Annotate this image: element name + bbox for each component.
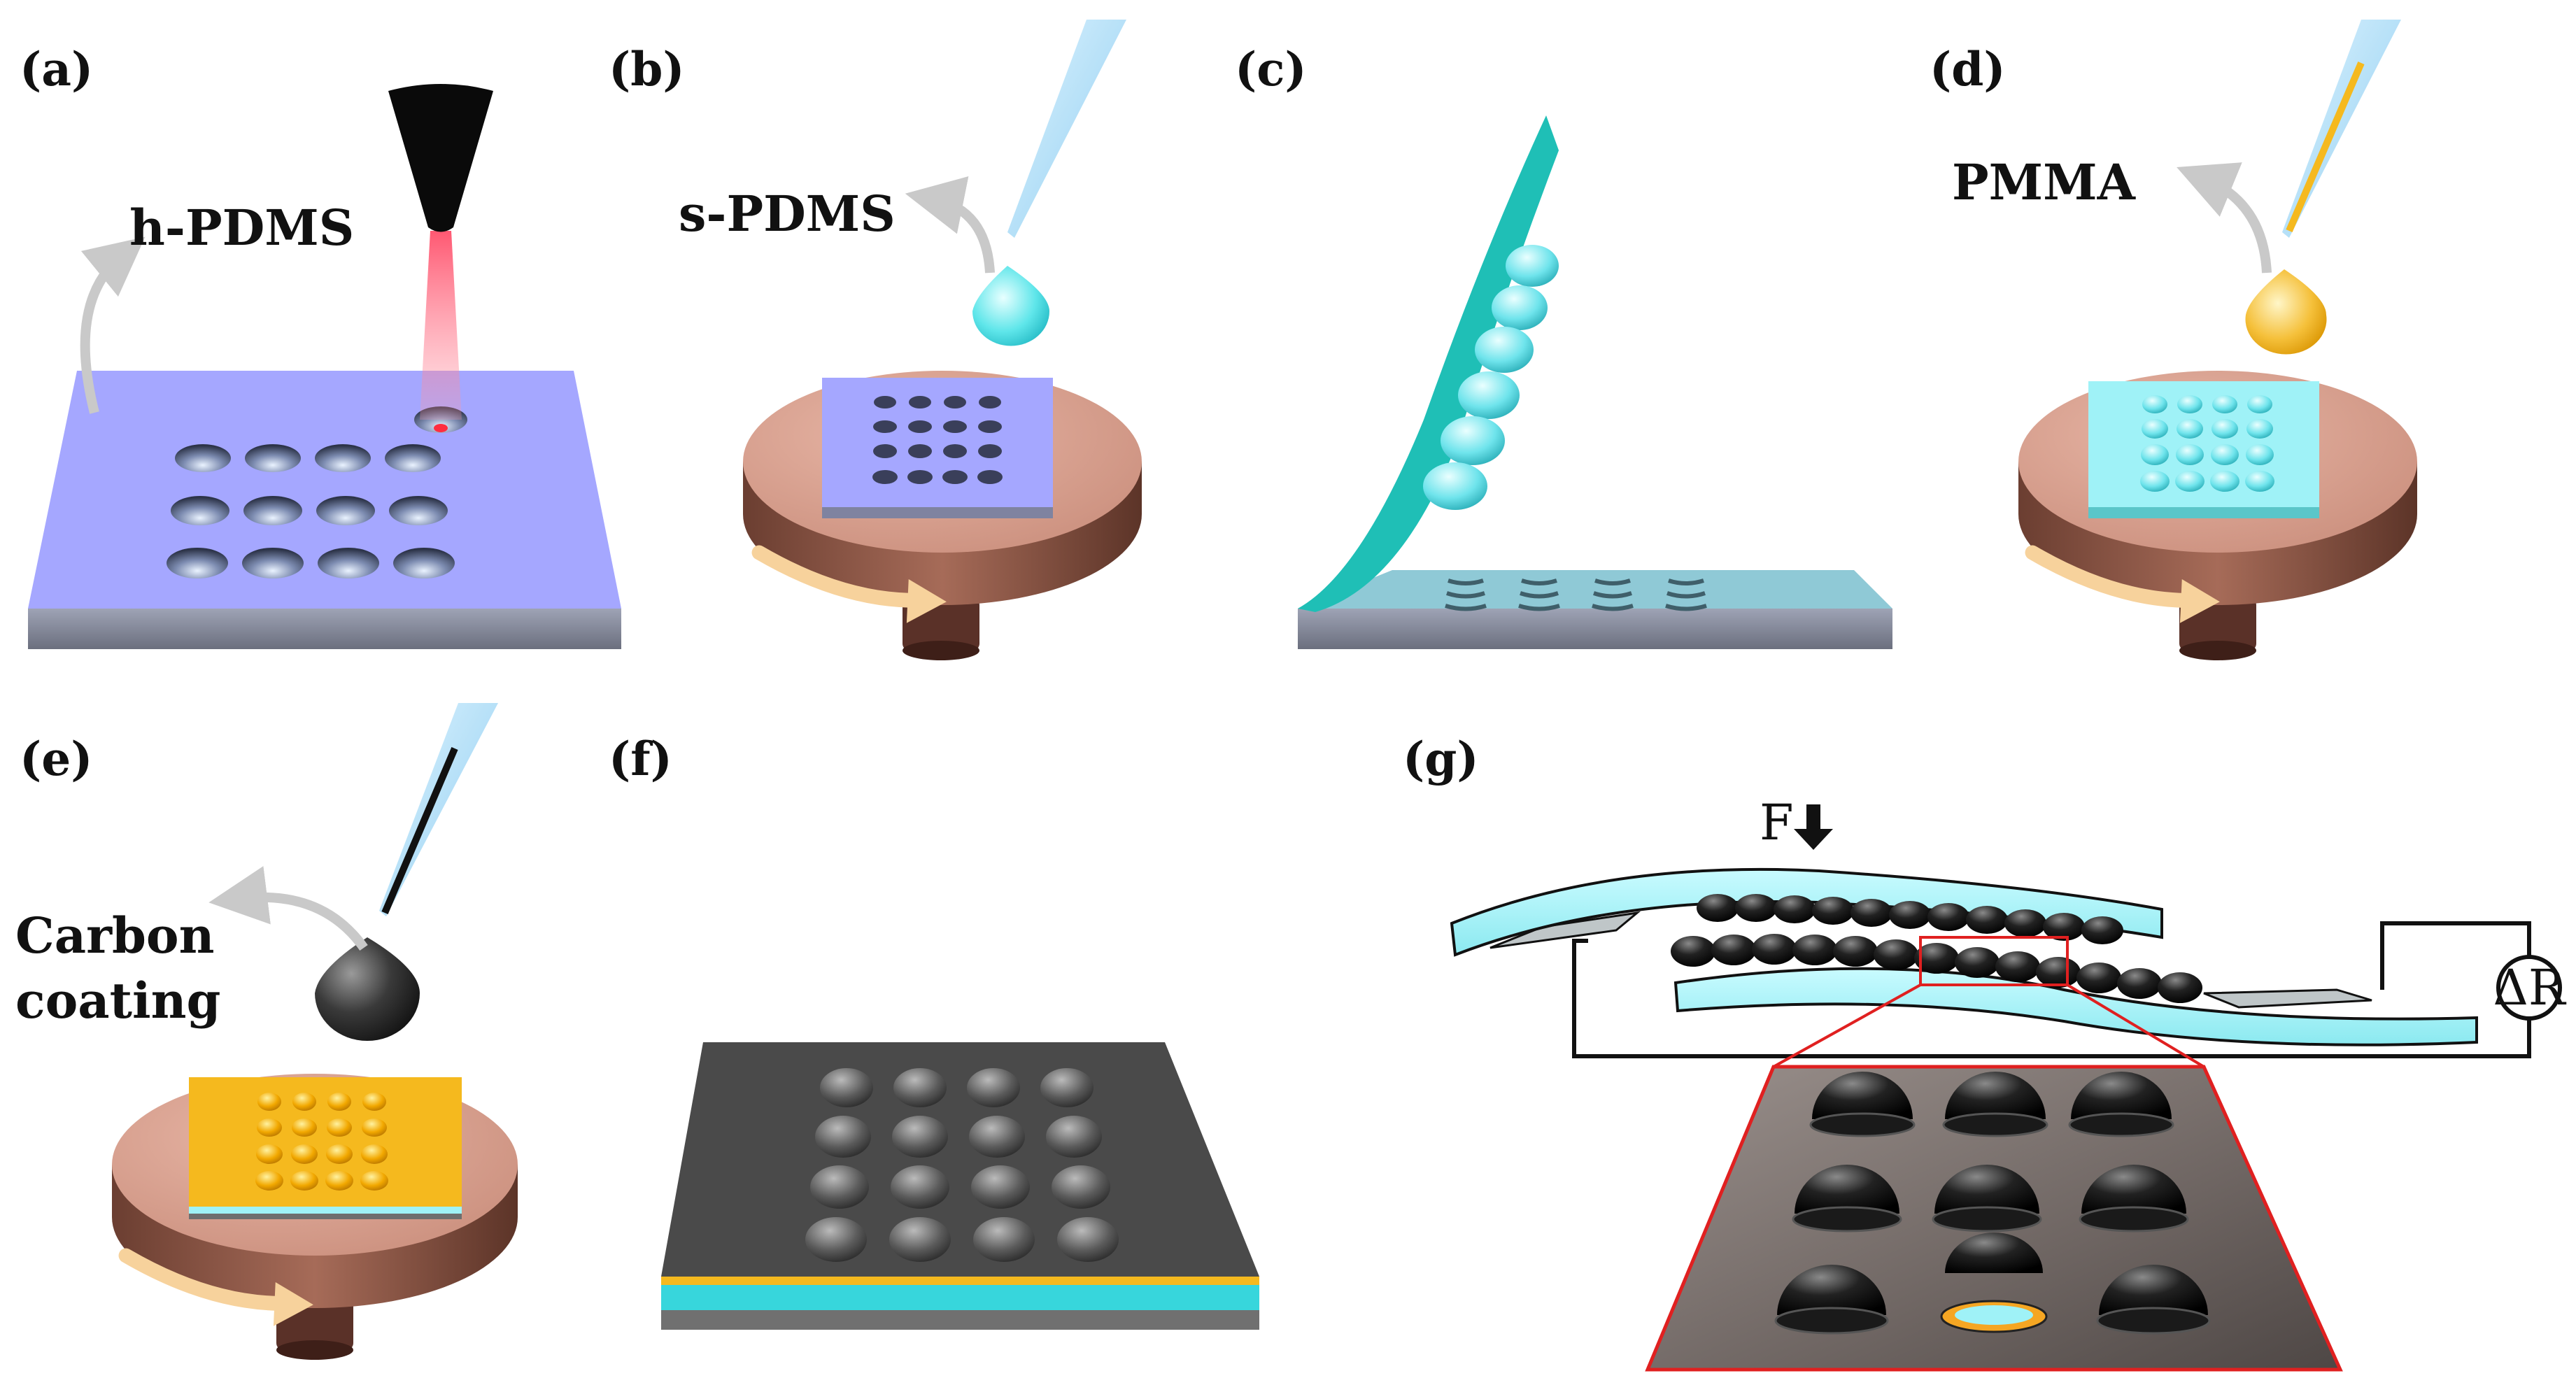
- force-arrow-icon: [1794, 804, 1833, 850]
- panel-g: (g) ΔR F: [1403, 732, 2567, 1372]
- mold-holes: [872, 396, 1003, 484]
- s-pdms-layer: [2088, 381, 2319, 507]
- carbon-domes: [805, 1068, 1119, 1262]
- callout-arrow: [80, 236, 146, 414]
- laser-nozzle-icon: [388, 84, 493, 232]
- panel-a: (a) h-PDMS: [20, 42, 621, 649]
- pipette-icon: [1007, 20, 1126, 238]
- top-electrode: [1489, 911, 1641, 949]
- force-label: F: [1760, 794, 1794, 851]
- zoom-domes: [1774, 1072, 2211, 1335]
- pmma-layer: [189, 1077, 462, 1207]
- cross-section-layers: [1940, 1300, 2048, 1333]
- zoom-region: [1919, 936, 2069, 986]
- substrate-edge: [661, 1310, 1259, 1330]
- delta-r-label: ΔR: [2493, 959, 2567, 1016]
- pmma-domes: [255, 1093, 388, 1191]
- panel-label: (g): [1403, 732, 1479, 786]
- carbon-label-line1: Carbon: [15, 907, 214, 965]
- s-pdms-label: s-PDMS: [679, 185, 896, 243]
- mold-cavities: [1445, 578, 1707, 611]
- pmma-droplet: [2245, 269, 2327, 355]
- bottom-carbon-domes: [1671, 934, 2202, 1003]
- panel-e: (e) Carbon coating: [15, 703, 518, 1360]
- s-pdms-layer-edge: [661, 1285, 1259, 1310]
- s-pdms-droplet: [972, 266, 1049, 346]
- h-pdms-mold: [1298, 570, 1892, 609]
- panel-label: (d): [1930, 42, 2006, 97]
- panel-d: (d) PMMA: [1930, 20, 2417, 660]
- laser-spot: [434, 424, 448, 432]
- pmma-stream: [2286, 62, 2365, 232]
- carbon-label-line2: coating: [15, 972, 220, 1030]
- panel-f: (f): [609, 732, 1259, 1330]
- laser-beam: [420, 231, 462, 420]
- substrate-side: [28, 609, 621, 649]
- callout-arrow: [2177, 162, 2272, 274]
- panel-label: (e): [20, 732, 92, 786]
- panel-label: (a): [20, 42, 93, 97]
- carbon-stream: [381, 747, 458, 914]
- peeled-s-pdms-film: [1298, 115, 1559, 612]
- h-pdms-mold: [822, 378, 1053, 507]
- top-s-pdms-strip: [1450, 867, 2163, 957]
- panel-b: (b) s-PDMS: [609, 20, 1142, 660]
- top-carbon-domes: [1697, 894, 2123, 944]
- circuit-wires: [1572, 921, 2531, 1058]
- resistance-meter: ΔR: [2493, 955, 2567, 1021]
- pmma-label: PMMA: [1952, 153, 2137, 211]
- carbon-coated-film: [661, 1042, 1259, 1277]
- replicated-domes: [1423, 245, 1559, 510]
- s-pdms-domes: [2140, 395, 2274, 492]
- hole-array: [167, 406, 467, 578]
- panel-label: (b): [609, 42, 685, 97]
- panel-label: (f): [609, 732, 672, 786]
- carbon-droplet: [315, 937, 420, 1041]
- h-pdms-label: h-PDMS: [129, 199, 354, 257]
- panel-c: (c): [1235, 42, 1892, 649]
- callout-arrow: [905, 176, 995, 274]
- pmma-layer-edge: [661, 1277, 1259, 1285]
- callout-arrow: [208, 866, 368, 951]
- bottom-electrode: [2203, 988, 2372, 1009]
- h-pdms-substrate: [28, 371, 621, 609]
- panel-label: (c): [1235, 42, 1307, 97]
- bottom-s-pdms-strip: [1673, 967, 2478, 1046]
